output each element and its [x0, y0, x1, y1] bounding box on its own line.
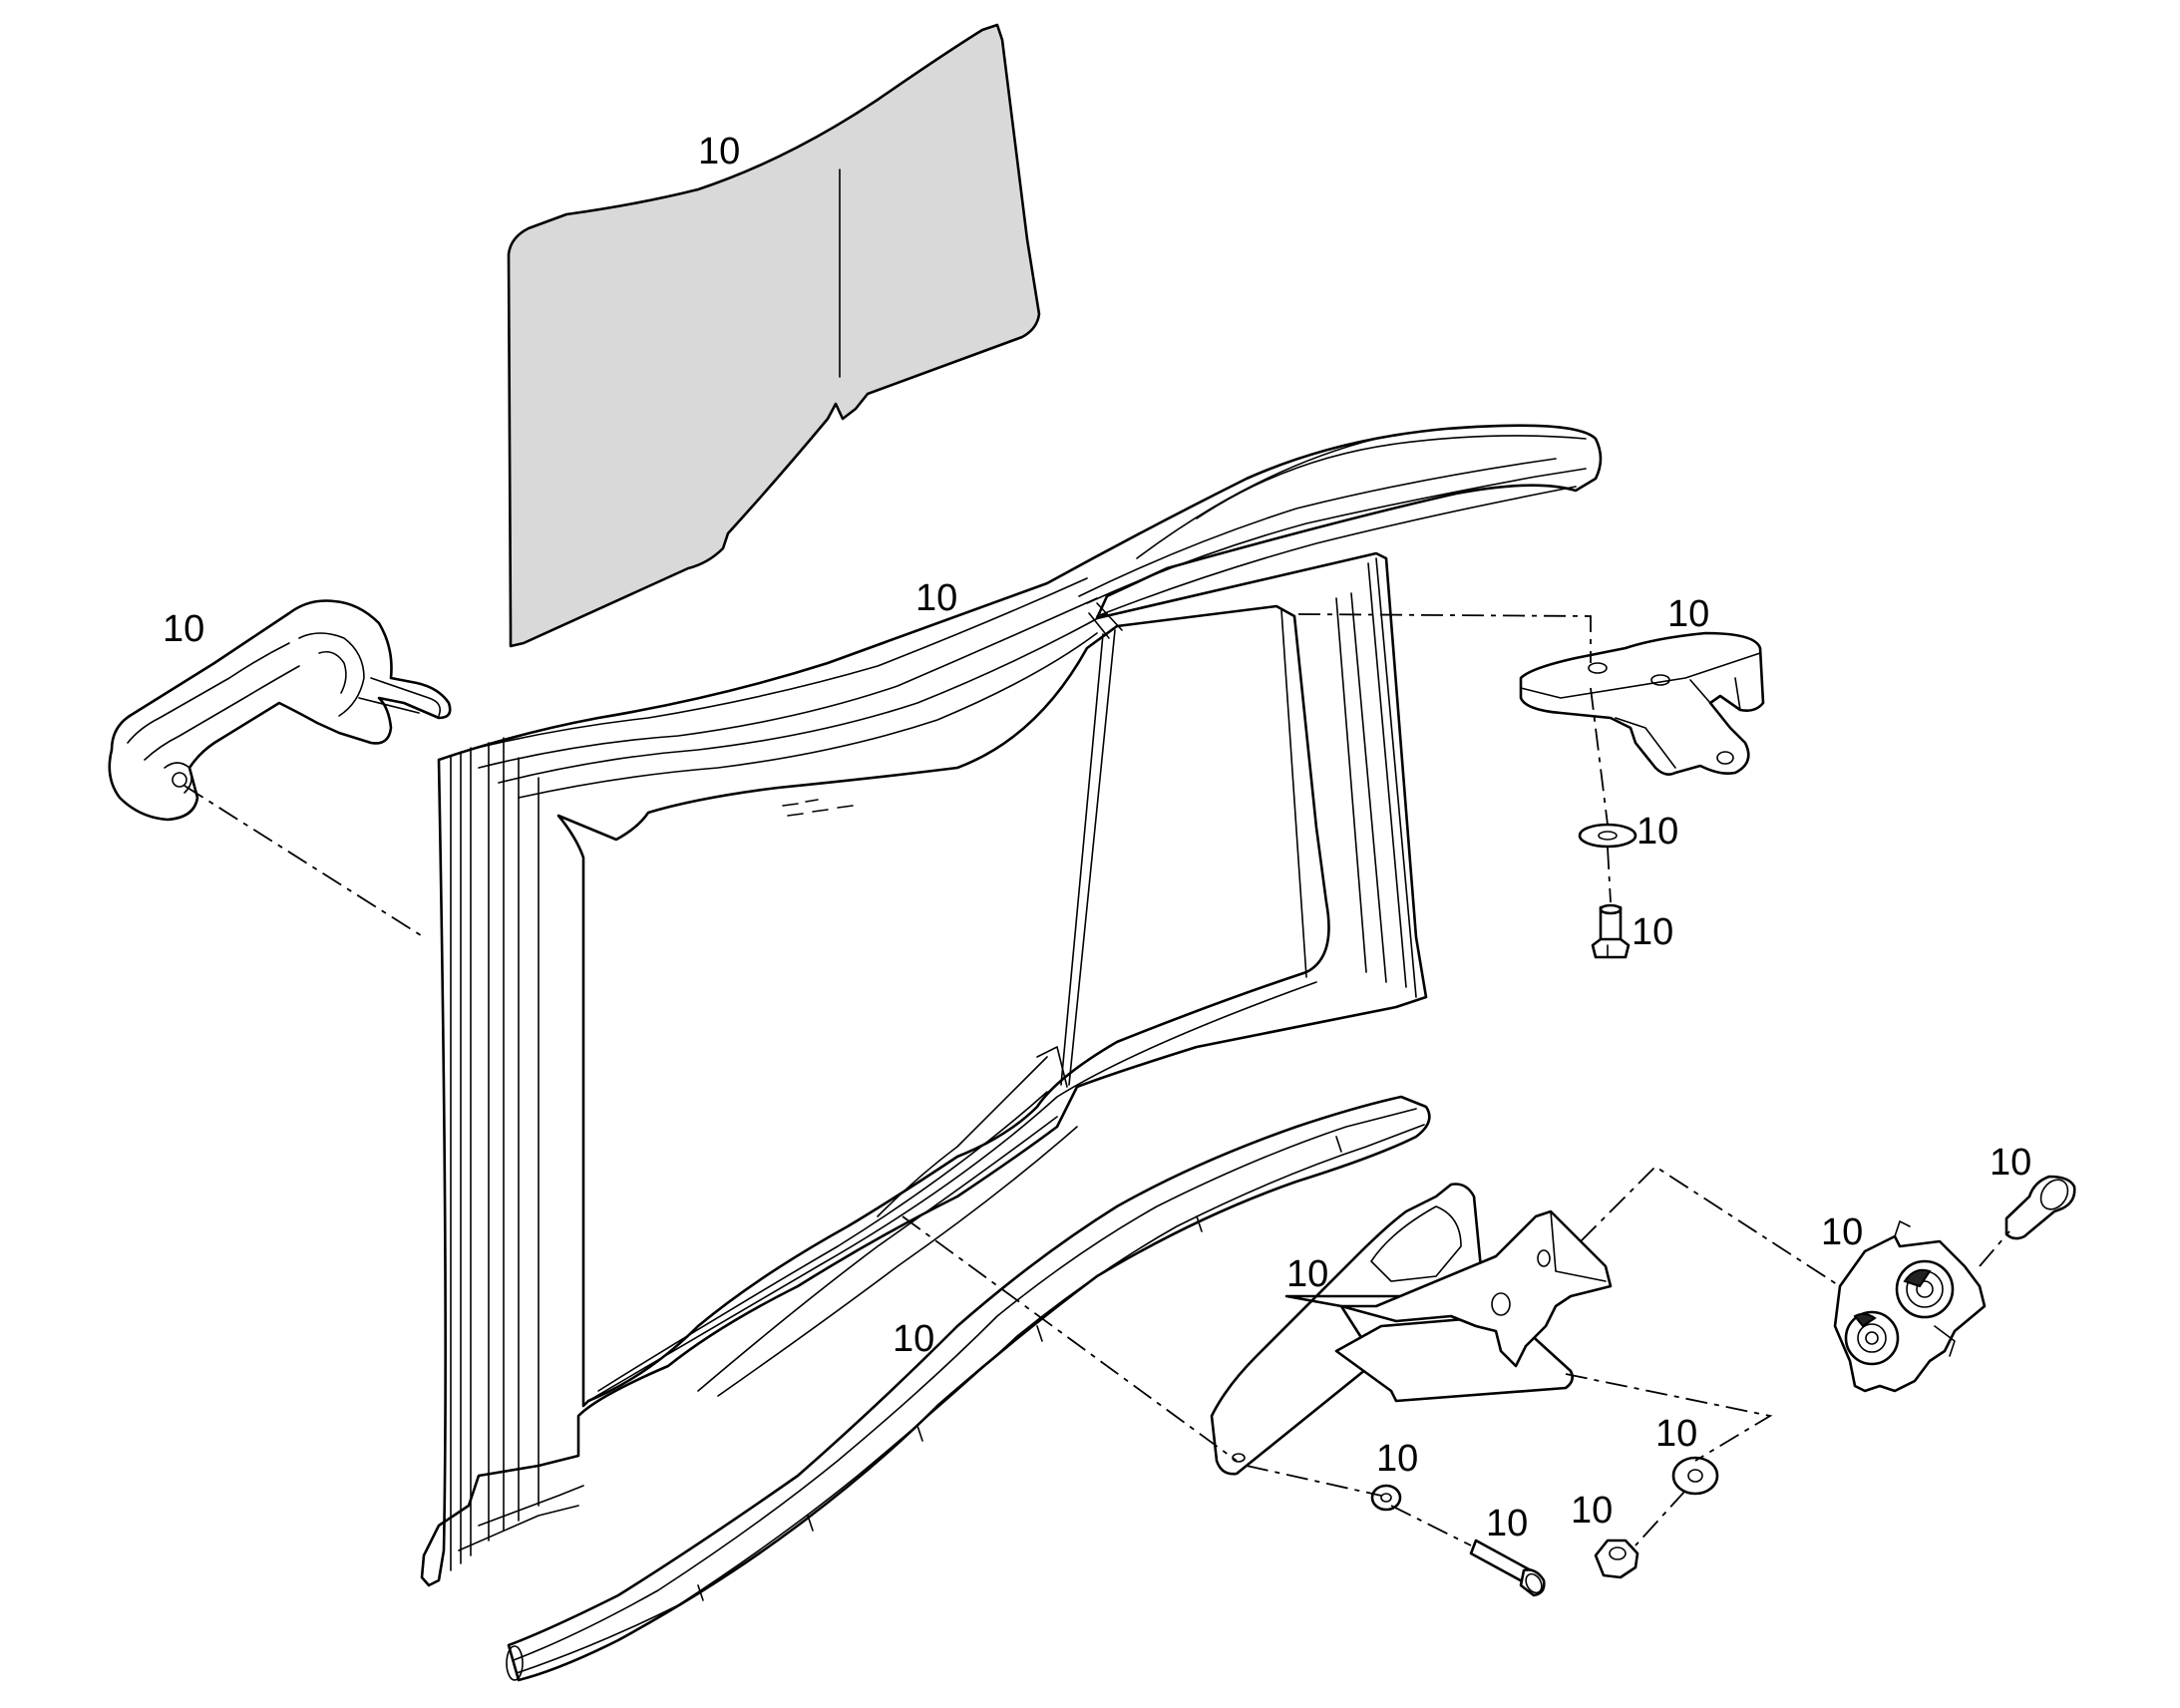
door-lock [1833, 1220, 1987, 1393]
callout-door-frame: 10 [915, 577, 957, 619]
lower-seal-strip [506, 1095, 1431, 1682]
lower-washer-left [1370, 1484, 1402, 1512]
glass-panel [507, 23, 1041, 648]
callout-hex-nut: 10 [1571, 1490, 1613, 1532]
hex-nut [1594, 1538, 1639, 1579]
lock-bolt [2004, 1175, 2076, 1240]
callout-lower-seal-strip: 10 [893, 1318, 934, 1360]
callout-hinge-bracket: 10 [1286, 1253, 1328, 1295]
hinge-bracket [1210, 1183, 1613, 1476]
callout-upper-bracket: 10 [1667, 593, 1709, 635]
callout-upper-washer: 10 [1636, 811, 1678, 853]
callout-lock-bolt: 10 [1990, 1142, 2031, 1184]
door-handle [108, 599, 452, 822]
leader-lines [183, 613, 2010, 1546]
door-frame [420, 424, 1603, 1587]
callout-upper-bolt: 10 [1632, 911, 1673, 953]
callout-labels: 10 10 10 10 10 10 10 10 10 10 10 10 10 1… [163, 131, 2031, 1544]
upper-bracket [1519, 631, 1765, 776]
callout-door-handle: 10 [163, 608, 204, 650]
callout-door-lock: 10 [1821, 1211, 1863, 1253]
callout-lower-washer-left: 10 [1376, 1438, 1418, 1480]
upper-washer [1578, 823, 1637, 849]
upper-bolt [1591, 903, 1631, 959]
callout-lower-screw: 10 [1486, 1503, 1528, 1544]
lower-screw [1469, 1538, 1546, 1597]
callout-glass-panel: 10 [698, 131, 740, 172]
callout-lower-washer-right: 10 [1655, 1413, 1697, 1455]
lower-washer-right [1671, 1456, 1719, 1496]
